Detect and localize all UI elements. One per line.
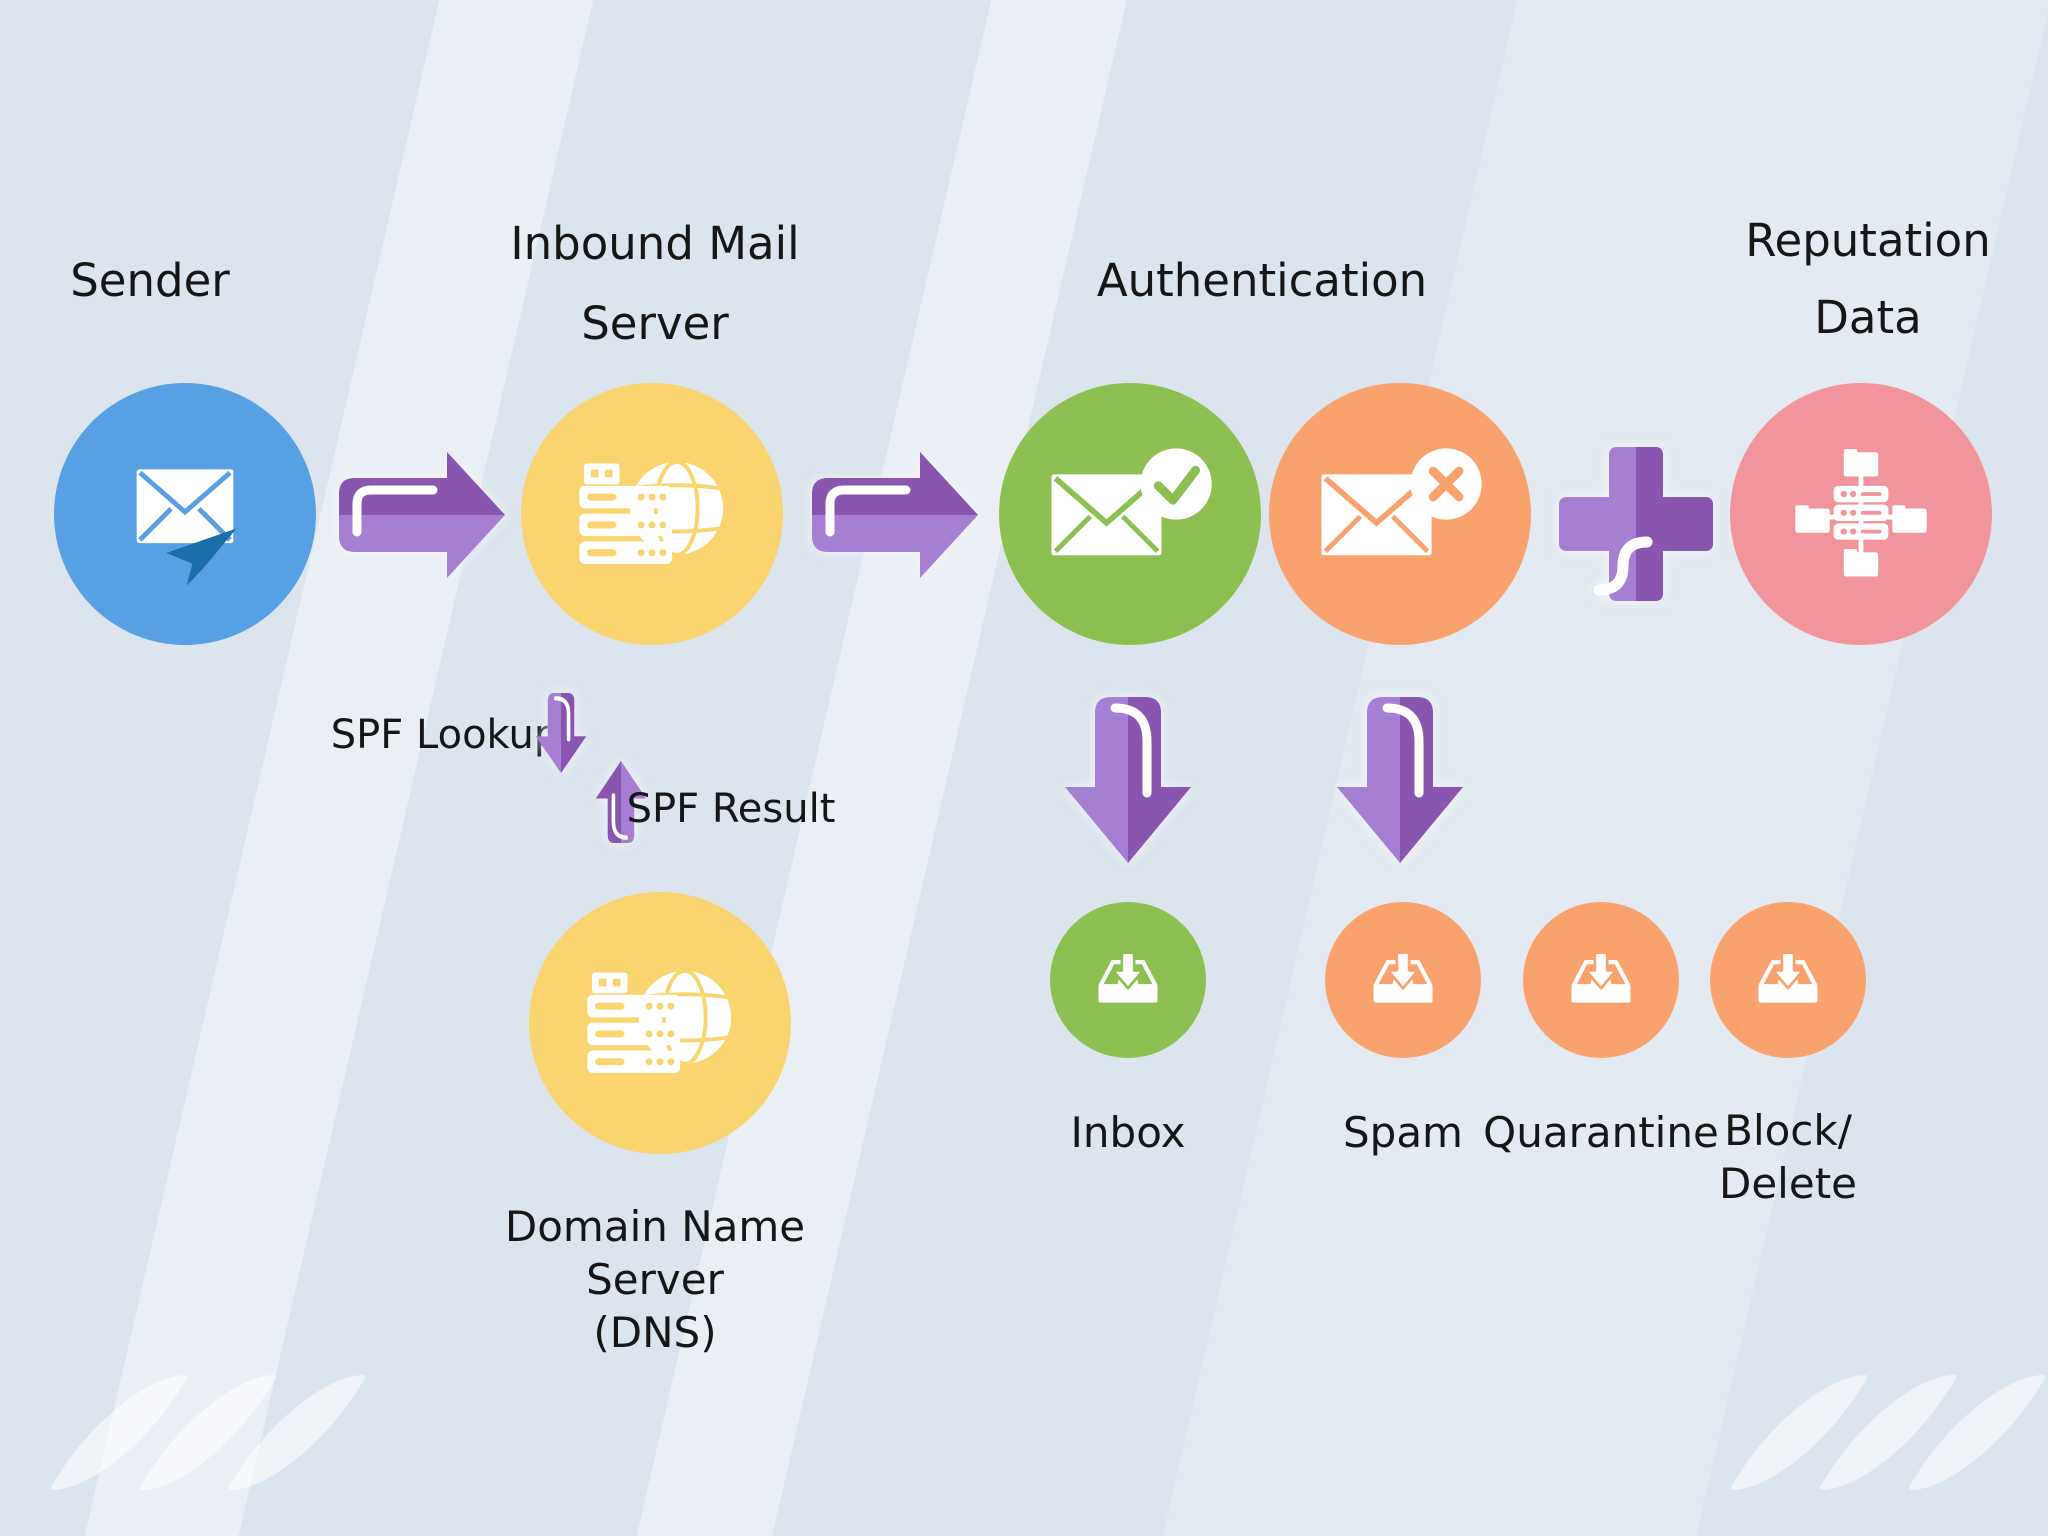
- sender-heading: Sender: [0, 255, 300, 307]
- block-delete-label: Block/ Delete: [1688, 1104, 1888, 1210]
- authentication-heading-text: Authentication: [1096, 254, 1428, 307]
- reputation-heading-line2: Data: [1814, 291, 1922, 344]
- down-arrow-icon: [535, 692, 587, 774]
- watermark-logo: [1718, 1375, 2048, 1490]
- authentication-heading: Authentication: [1062, 255, 1462, 307]
- email-x-icon: [1315, 445, 1485, 583]
- spam-node: [1325, 902, 1481, 1058]
- right-arrow-icon: [337, 440, 507, 590]
- spf-result-label: SPF Result: [616, 786, 846, 832]
- quarantine-label: Quarantine: [1478, 1106, 1724, 1159]
- reputation-data-node: [1730, 383, 1992, 645]
- inbound-heading-line2: Server: [581, 297, 729, 350]
- right-arrow-icon: [810, 440, 980, 590]
- inbox-label-text: Inbox: [1070, 1108, 1186, 1157]
- down-arrow-icon: [1063, 695, 1193, 865]
- inbound-mail-server-node: [521, 383, 783, 645]
- spf-lookup-text: SPF Lookup: [330, 712, 560, 758]
- block-delete-label-line1: Block/: [1724, 1106, 1852, 1155]
- inbox-tray-icon: [1355, 932, 1451, 1028]
- block-delete-node: [1710, 902, 1866, 1058]
- spf-result-text: SPF Result: [626, 786, 836, 832]
- watermark-logo: [38, 1375, 368, 1490]
- sender-node: [54, 383, 316, 645]
- inbound-heading-line1: Inbound Mail: [510, 217, 800, 270]
- dns-label-line2: (DNS): [593, 1308, 717, 1357]
- email-check-icon: [1045, 445, 1215, 583]
- inbox-label: Inbox: [1028, 1106, 1228, 1159]
- inbox-tray-icon: [1740, 932, 1836, 1028]
- dns-node: [529, 892, 791, 1154]
- plus-icon: [1557, 445, 1715, 603]
- dns-label-line1: Domain Name Server: [504, 1202, 806, 1304]
- quarantine-label-text: Quarantine: [1483, 1108, 1719, 1157]
- reputation-data-heading: Reputation Data: [1668, 215, 2048, 344]
- down-arrow-icon: [1335, 695, 1465, 865]
- server-globe-icon: [585, 968, 734, 1075]
- reputation-heading-line1: Reputation: [1745, 214, 1991, 267]
- spam-label-text: Spam: [1343, 1108, 1463, 1157]
- dns-label: Domain Name Server (DNS): [455, 1200, 855, 1359]
- sender-heading-text: Sender: [70, 254, 230, 307]
- inbox-tray-icon: [1080, 932, 1176, 1028]
- server-network-icon: [1775, 428, 1947, 600]
- inbox-tray-icon: [1553, 932, 1649, 1028]
- email-send-icon: [99, 451, 271, 591]
- inbox-node: [1050, 902, 1206, 1058]
- quarantine-node: [1523, 902, 1679, 1058]
- block-delete-label-line2: Delete: [1719, 1159, 1857, 1208]
- authentication-fail-node: [1269, 383, 1531, 645]
- inbound-mail-server-heading: Inbound Mail Server: [455, 218, 855, 350]
- server-globe-icon: [577, 459, 726, 566]
- spam-label: Spam: [1303, 1106, 1503, 1159]
- spf-lookup-label: SPF Lookup: [330, 712, 560, 758]
- authentication-pass-node: [999, 383, 1261, 645]
